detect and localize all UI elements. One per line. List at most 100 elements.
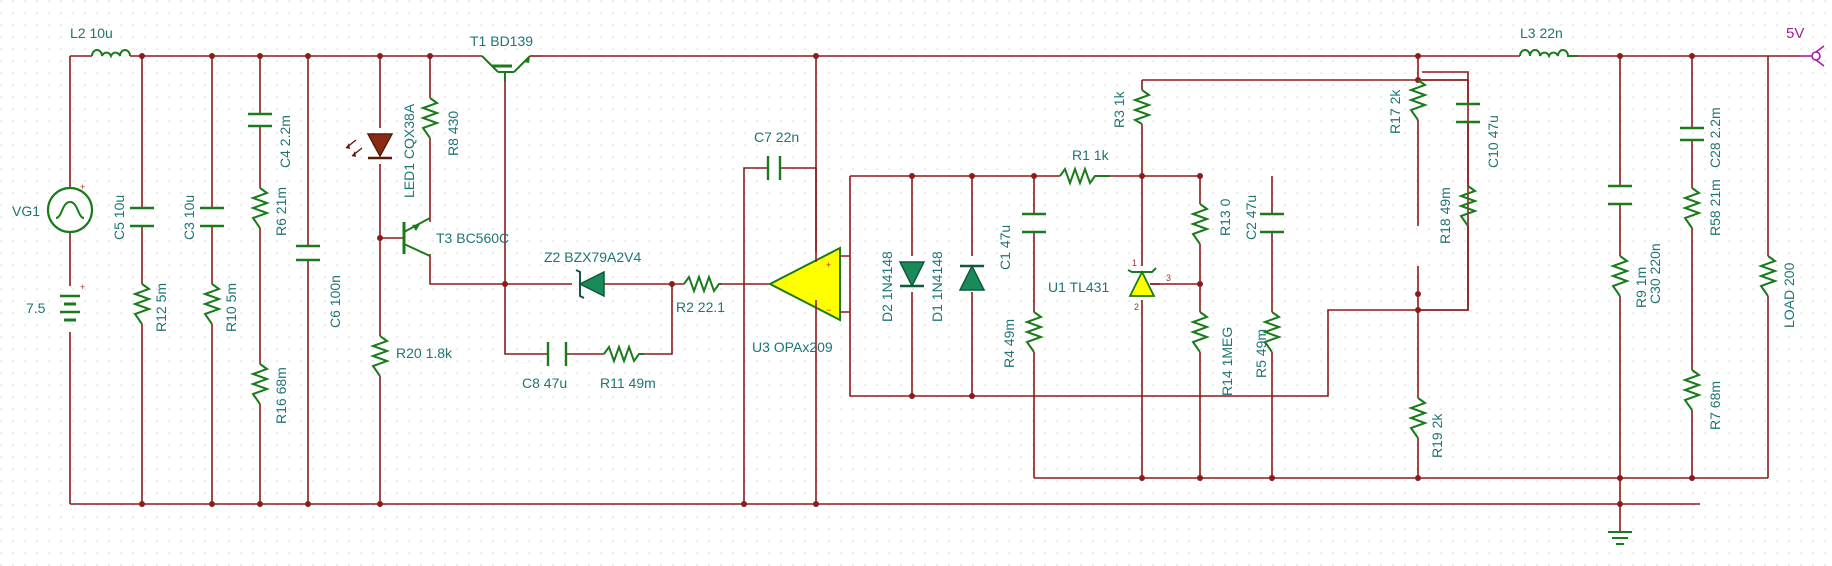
r9-label: R9 1m [1633,267,1649,308]
u1-pin-1: 1 [1132,258,1137,268]
u1-label: U1 TL431 [1048,279,1109,295]
vg1-plus-pin: + [80,182,85,192]
resistor-r6[interactable]: R6 21m [250,187,289,236]
output-5v-label: 5V [1786,25,1804,42]
c3-label: C3 10u [181,195,197,240]
capacitor-c7[interactable]: C7 22n [754,129,799,180]
u1-pin-3: 3 [1166,273,1171,283]
r7-label: R7 68m [1707,381,1723,430]
inductor-l3[interactable]: L3 22n [1519,25,1578,59]
r19-label: R19 2k [1429,413,1445,458]
t3-label: T3 BC560C [436,230,509,246]
resistor-r17[interactable]: R17 2k [1387,79,1428,134]
signal-source-vg1[interactable]: + VG1 [12,182,94,234]
c5-label: C5 10u [111,195,127,240]
r5-label: R5 49m [1253,329,1269,378]
c1-label: C1 47u [997,225,1013,270]
r4-label: R4 49m [1001,319,1017,368]
r18-label: R18 49m [1437,187,1453,244]
u3-plus-pin: + [826,260,831,270]
junction-dots [139,53,1695,507]
resistor-r11[interactable]: R11 49m [600,344,656,391]
resistor-r4[interactable]: R4 49m [1001,311,1044,368]
r2-label: R2 22.1 [676,299,725,315]
resistor-r16[interactable]: R16 68m [250,363,289,424]
battery-plus-pin: + [80,282,85,292]
c4-label: C4 2.2m [277,115,293,168]
resistor-r5[interactable]: R5 49m [1253,311,1282,378]
c10-label: C10 47u [1485,115,1501,168]
r6-label: R6 21m [273,187,289,236]
battery-label: 7.5 [26,300,46,316]
resistor-r7[interactable]: R7 68m [1682,369,1723,430]
r58-label: R58 21m [1707,179,1723,236]
capacitor-c1[interactable]: C1 47u [997,212,1046,270]
r17-label: R17 2k [1387,89,1403,134]
zener-z2[interactable]: Z2 BZX79A2V4 [544,249,641,299]
r10-label: R10 5m [223,283,239,332]
c6-label: C6 100n [327,275,343,328]
output-terminal-5v[interactable]: 5V [1786,25,1825,67]
resistor-r13[interactable]: R13 0 [1190,198,1233,245]
resistor-r1[interactable]: R1 1k [1059,147,1110,186]
resistor-r3[interactable]: R3 1k [1111,89,1152,128]
resistor-r18[interactable]: R18 49m [1437,185,1478,244]
z2-label: Z2 BZX79A2V4 [544,249,641,265]
transistor-t1[interactable]: T1 BD139 [470,33,542,82]
capacitor-c6[interactable]: C6 100n [296,244,343,328]
capacitor-c30[interactable]: C30 220n [1608,184,1663,304]
u3-label: U3 OPAx209 [752,339,833,355]
r12-label: R12 5m [153,283,169,332]
resistor-r12[interactable]: R12 5m [132,283,169,332]
vg1-label: VG1 [12,203,40,219]
shunt-regulator-u1[interactable]: 1 3 2 U1 TL431 [1048,258,1171,312]
d1-label: D1 1N4148 [929,251,945,322]
r20-label: R20 1.8k [396,345,453,361]
transistor-t3[interactable]: T3 BC560C [402,217,509,257]
diode-d2[interactable]: D2 1N4148 [879,251,926,322]
c7-label: C7 22n [754,129,799,145]
r14-label: R14 1MEG [1219,327,1235,396]
diode-d1[interactable]: D1 1N4148 [929,251,986,322]
resistor-r19[interactable]: R19 2k [1408,397,1445,458]
c8-label: C8 47u [522,375,567,391]
capacitor-c10[interactable]: C10 47u [1456,102,1501,168]
resistor-r10[interactable]: R10 5m [202,283,239,332]
d2-label: D2 1N4148 [879,251,895,322]
c28-label: C28 2.2m [1707,107,1723,168]
l3-label: L3 22n [1520,25,1563,41]
r11-label: R11 49m [600,375,656,391]
capacitor-c4[interactable]: C4 2.2m [248,112,293,168]
r13-label: R13 0 [1217,198,1233,236]
r1-label: R1 1k [1072,147,1110,163]
led1-label: LED1 CQX38A [401,103,417,198]
r8-label: R8 430 [445,111,461,156]
u3-minus-pin: − [826,305,831,315]
r16-label: R16 68m [273,367,289,424]
resistor-r20[interactable]: R20 1.8k [370,335,453,377]
c30-label: C30 220n [1647,243,1663,304]
capacitor-c5[interactable]: C5 10u [111,195,154,240]
capacitor-c28[interactable]: C28 2.2m [1680,107,1723,168]
resistor-load[interactable]: LOAD 200 [1758,255,1797,328]
resistor-r9[interactable]: R9 1m [1610,255,1649,308]
resistor-r58[interactable]: R58 21m [1682,179,1723,236]
led-led1[interactable]: LED1 CQX38A [345,103,417,198]
capacitor-c8[interactable]: C8 47u [522,342,568,391]
load-label: LOAD 200 [1781,262,1797,328]
inductor-l2[interactable]: L2 10u [70,25,131,59]
opamp-u3[interactable]: + − U3 OPAx209 [752,246,850,355]
resistor-r8[interactable]: R8 430 [420,97,461,156]
resistor-r14[interactable]: R14 1MEG [1190,311,1235,396]
capacitor-c3[interactable]: C3 10u [181,195,224,240]
battery-7v5[interactable]: + 7.5 [26,282,85,322]
capacitor-c2[interactable]: C2 47u [1243,195,1284,240]
wires [69,55,1800,532]
ground-icon [1608,531,1632,545]
c2-label: C2 47u [1243,195,1259,240]
l2-label: L2 10u [70,25,113,41]
t1-label: T1 BD139 [470,33,533,49]
resistor-r2[interactable]: R2 22.1 [676,274,725,315]
